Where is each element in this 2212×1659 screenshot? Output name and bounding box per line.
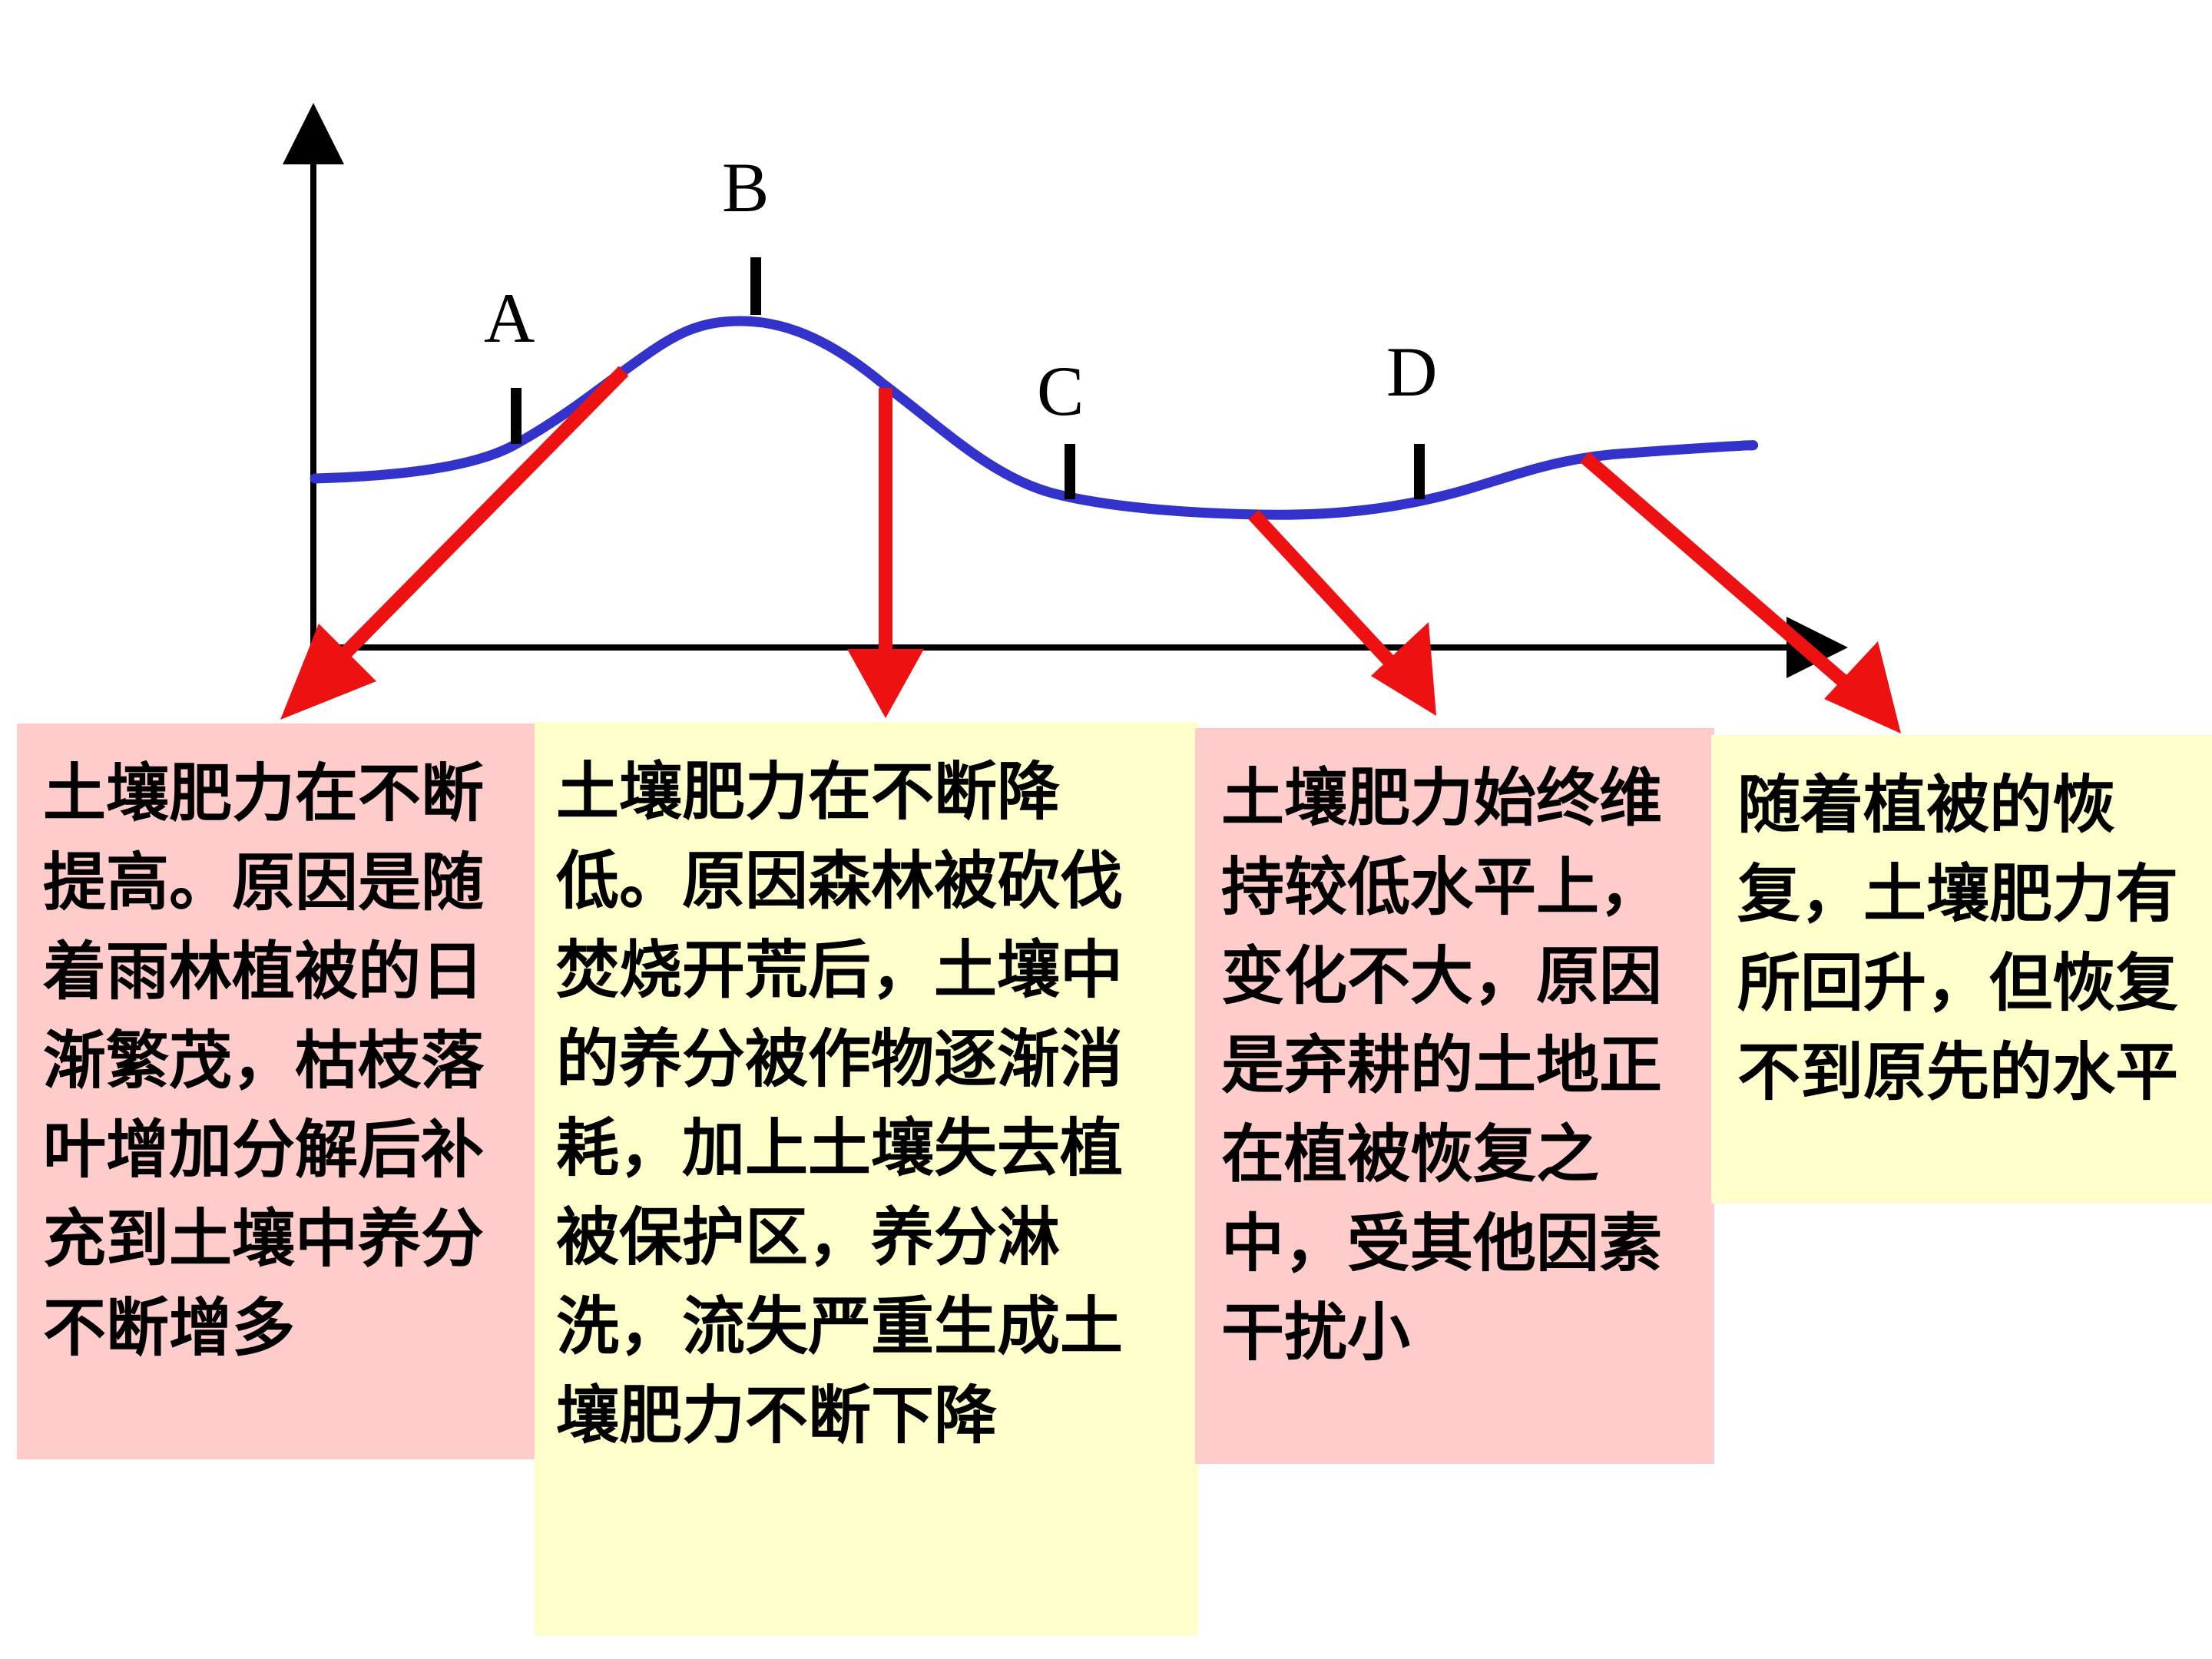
arrow-to-note-1: [280, 366, 629, 720]
arrow-to-note-4: [1580, 452, 1901, 733]
point-label-b: B: [722, 148, 769, 227]
note-1: 土壤肥力在不断提高。原因是随着雨林植被的日渐繁茂，枯枝落叶增加分解后补充到土壤中…: [17, 724, 536, 1459]
arrow-to-note-3: [1248, 509, 1436, 716]
point-label-c: C: [1037, 352, 1084, 430]
note-3: 土壤肥力始终维持较低水平上，变化不大，原因是弃耕的土地正在植被恢复之中，受其他因…: [1195, 728, 1714, 1464]
fertility-curve: [310, 316, 1758, 520]
arrow-to-note-2: [847, 388, 924, 718]
note-2: 土壤肥力在不断降低。原因森林被砍伐焚烧开荒后，土壤中的养分被作物逐渐消耗，加上土…: [535, 722, 1198, 1636]
point-label-a: A: [484, 279, 535, 357]
note-4: 随着植被的恢复，土壤肥力有所回升，但恢复不到原先的水平: [1711, 735, 2212, 1204]
point-label-d: D: [1386, 333, 1437, 411]
